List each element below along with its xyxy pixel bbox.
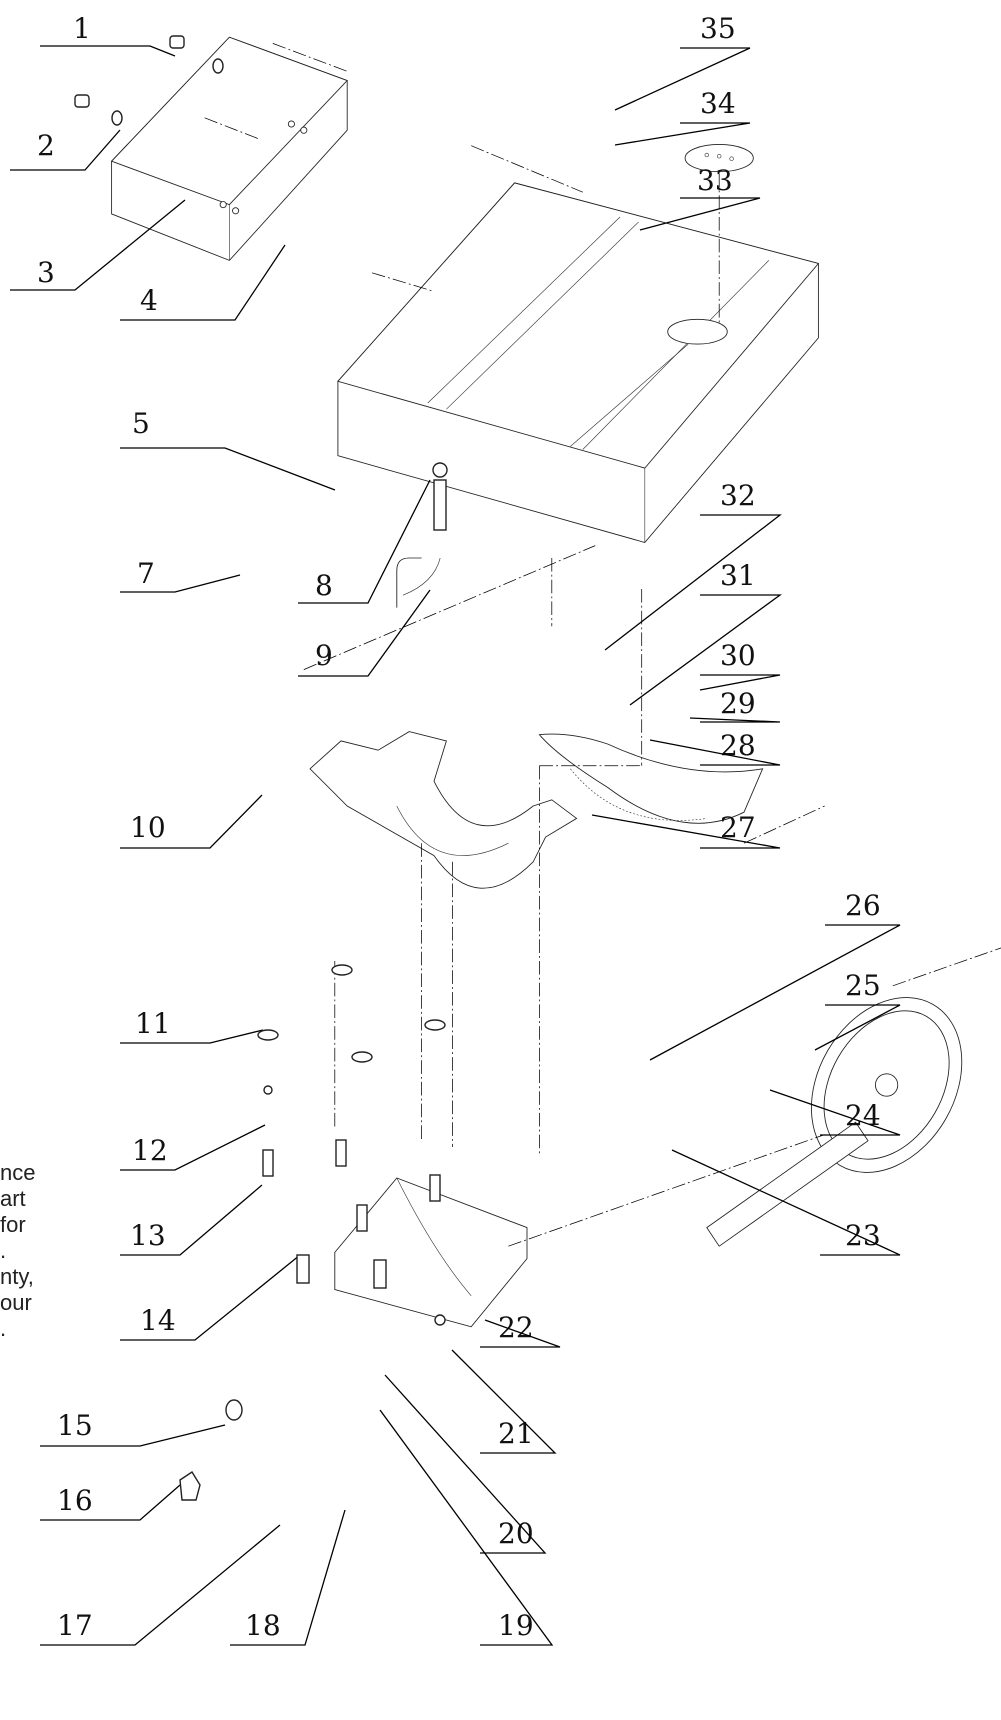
callout-29-label: 29 — [720, 687, 756, 720]
callout-1-label: 1 — [73, 12, 91, 45]
callout-24: 24 — [769, 1089, 901, 1136]
side-note-line: our — [0, 1290, 32, 1315]
callout-19-label: 19 — [498, 1609, 534, 1642]
callout-2: 2 — [10, 129, 121, 171]
callout-30-label: 30 — [720, 639, 756, 672]
callout-22: 22 — [480, 1311, 561, 1348]
shaft-part — [706, 1121, 869, 1247]
side-note-line: nce — [0, 1160, 36, 1185]
fence-bar-part — [110, 36, 348, 261]
callout-2-label: 2 — [37, 129, 55, 162]
callout-31: 31 — [629, 559, 782, 706]
callout-31-label: 31 — [720, 559, 756, 592]
side-note-line: art — [0, 1186, 26, 1211]
callout-26-label: 26 — [845, 889, 881, 922]
callout-34-label: 34 — [700, 87, 736, 120]
callout-23: 23 — [671, 1149, 901, 1256]
side-note-text: nce art for . nty, our . — [0, 1160, 60, 1342]
callout-3: 3 — [10, 199, 186, 291]
callout-27: 27 — [591, 811, 781, 849]
callout-18-label: 18 — [245, 1609, 281, 1642]
callout-14: 14 — [120, 1254, 301, 1341]
hardware-parts — [74, 35, 448, 1501]
callout-33: 33 — [639, 164, 761, 231]
callout-15: 15 — [40, 1409, 226, 1447]
assembly-centerlines — [204, 43, 1001, 1247]
callout-7-label: 7 — [137, 557, 155, 590]
callout-11: 11 — [120, 1007, 264, 1044]
callout-13-label: 13 — [130, 1219, 166, 1252]
callout-16: 16 — [40, 1484, 181, 1521]
callout-17: 17 — [40, 1524, 281, 1646]
callout-14-label: 14 — [140, 1304, 176, 1337]
callout-9: 9 — [298, 589, 431, 677]
callout-33-label: 33 — [697, 164, 733, 197]
callout-1: 1 — [40, 12, 176, 57]
callout-21: 21 — [451, 1349, 557, 1454]
callout-7: 7 — [120, 557, 241, 593]
callout-19: 19 — [379, 1409, 554, 1646]
callout-16-label: 16 — [57, 1484, 93, 1517]
insert-plate-part — [684, 144, 754, 173]
callout-8: 8 — [298, 479, 431, 604]
callout-18: 18 — [230, 1509, 346, 1646]
callout-4-label: 4 — [140, 284, 158, 317]
callout-23-label: 23 — [845, 1219, 881, 1252]
callout-11-label: 11 — [135, 1007, 171, 1040]
callout-12-label: 12 — [132, 1134, 168, 1167]
side-note-line: nty, — [0, 1264, 34, 1289]
callout-5: 5 — [120, 407, 336, 491]
callout-4: 4 — [120, 244, 286, 321]
callout-35: 35 — [614, 12, 751, 111]
lock-handle-part — [396, 557, 441, 608]
trunnion-segment-part — [538, 733, 764, 824]
callout-17-label: 17 — [57, 1609, 93, 1642]
callout-32-label: 32 — [720, 479, 756, 512]
callout-35-label: 35 — [700, 12, 736, 45]
side-note-line: . — [0, 1238, 7, 1263]
callout-12: 12 — [120, 1124, 266, 1171]
table-top-part — [337, 182, 820, 543]
base-bracket-part — [334, 1177, 528, 1328]
callout-30: 30 — [699, 639, 781, 691]
callout-10-label: 10 — [130, 811, 166, 844]
callout-20: 20 — [384, 1374, 547, 1554]
callout-26: 26 — [649, 889, 901, 1061]
callout-5-label: 5 — [132, 407, 150, 440]
callout-28: 28 — [649, 729, 781, 766]
callout-25-label: 25 — [845, 969, 881, 1002]
callout-25: 25 — [814, 969, 901, 1051]
callout-32: 32 — [604, 479, 782, 651]
side-note-line: . — [0, 1316, 7, 1341]
callout-29: 29 — [689, 687, 781, 723]
callout-21-label: 21 — [498, 1417, 534, 1450]
trunnion-bracket-part — [309, 731, 578, 889]
callout-15-label: 15 — [57, 1409, 93, 1442]
side-note-line: for — [0, 1212, 26, 1237]
callout-3-label: 3 — [37, 256, 55, 289]
callout-34: 34 — [614, 87, 751, 146]
callout-22-label: 22 — [498, 1311, 534, 1344]
callout-8-label: 8 — [315, 569, 333, 602]
callout-9-label: 9 — [315, 639, 333, 672]
callout-13: 13 — [120, 1184, 263, 1256]
callout-10: 10 — [120, 794, 263, 849]
